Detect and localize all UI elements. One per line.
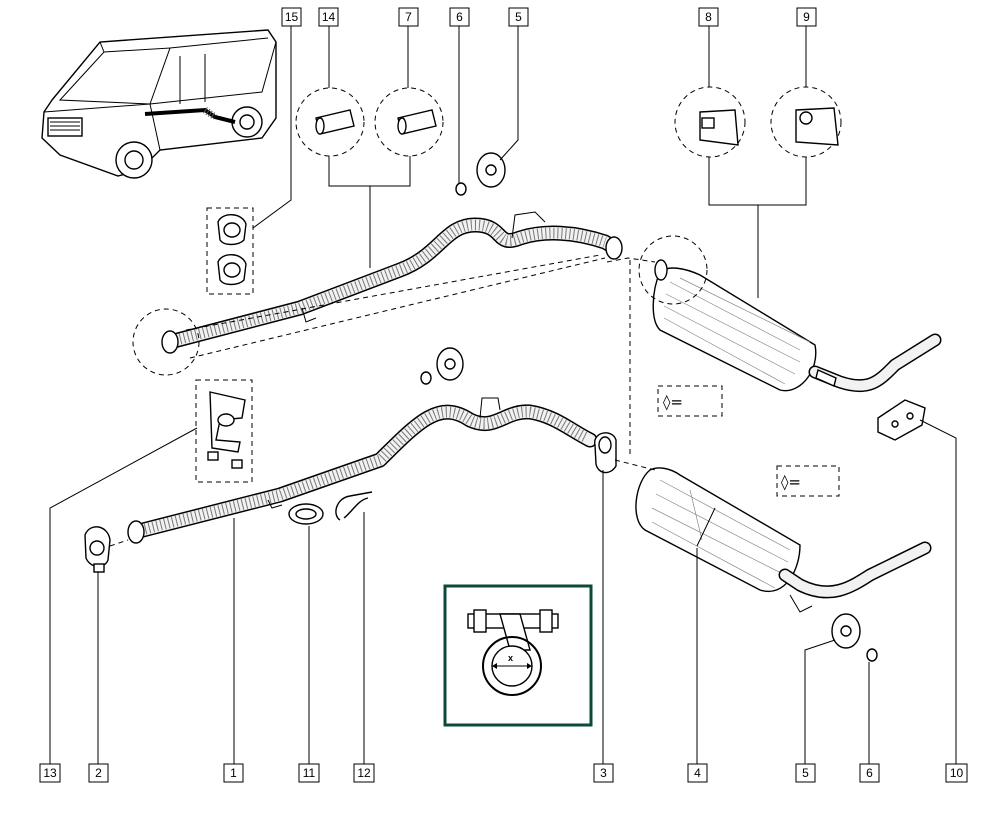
- callout-10: 10: [945, 763, 968, 783]
- callout-2-text: 2: [95, 766, 102, 780]
- flange-2: [84, 526, 111, 573]
- upper-exhaust-pipe: [161, 211, 623, 354]
- callout-6-top: 6: [449, 7, 470, 27]
- callout-13: 13: [39, 763, 61, 783]
- callout-9: 9: [796, 7, 817, 27]
- callout-6-bottom: 6: [859, 763, 880, 783]
- callout-11: 11: [298, 763, 320, 783]
- inset-clamp-detail: x: [443, 584, 593, 727]
- upper-rear-silencer: [652, 267, 942, 393]
- insulator-bottom: [831, 613, 878, 662]
- callout-8: 8: [698, 7, 719, 27]
- callout-5-bottom-text: 5: [802, 766, 809, 780]
- callout-8-text: 8: [705, 10, 712, 24]
- gasket-ring-11: [288, 503, 324, 525]
- callout-6-bottom-text: 6: [866, 766, 873, 780]
- callout-7-text: 7: [405, 10, 412, 24]
- callout-13-text: 13: [43, 766, 57, 780]
- callout-14: 14: [318, 7, 339, 27]
- callout-10-text: 10: [950, 766, 964, 780]
- callout-1-text: 1: [230, 766, 237, 780]
- callout-4-text: 4: [694, 766, 701, 780]
- symbol-note-lower-text: ◊=: [781, 473, 801, 491]
- callout-14-text: 14: [322, 10, 336, 24]
- lower-exhaust-pipe: [127, 397, 598, 544]
- callout-2: 2: [88, 763, 109, 783]
- clamp-group-15: [206, 207, 254, 295]
- insulator-middle: [420, 347, 464, 385]
- connection-lines: [109, 254, 656, 547]
- callout-1: 1: [223, 763, 244, 783]
- callout-5-top-text: 5: [515, 10, 522, 24]
- callout-15-text: 15: [285, 10, 299, 24]
- spring-clip-12: [335, 491, 373, 521]
- callout-5-bottom: 5: [795, 763, 816, 783]
- van-illustration: [41, 29, 277, 179]
- callout-3: 3: [593, 763, 614, 783]
- symbol-note-upper-text: ◊=: [663, 393, 683, 411]
- callout-11-text: 11: [303, 766, 316, 780]
- callout-15: 15: [281, 7, 302, 27]
- dimension-label-x: x: [508, 653, 513, 663]
- rubber-mount-10: [877, 399, 926, 441]
- callout-12: 12: [353, 763, 375, 783]
- callout-6-top-text: 6: [456, 10, 463, 24]
- symbol-note-upper: ◊=: [657, 385, 723, 417]
- clamp-group-13: [195, 379, 253, 483]
- callout-7: 7: [398, 7, 419, 27]
- insulator-top: [455, 152, 506, 196]
- detail-circles: [132, 86, 842, 376]
- clamp-3: [594, 432, 617, 474]
- lower-rear-silencer: [635, 467, 932, 613]
- symbol-note-lower: ◊=: [776, 465, 840, 497]
- callout-12-text: 12: [357, 766, 371, 780]
- callout-5-top: 5: [508, 7, 529, 27]
- leader-lines: [49, 26, 957, 764]
- callout-9-text: 9: [803, 10, 810, 24]
- callout-4: 4: [687, 763, 708, 783]
- callout-3-text: 3: [600, 766, 607, 780]
